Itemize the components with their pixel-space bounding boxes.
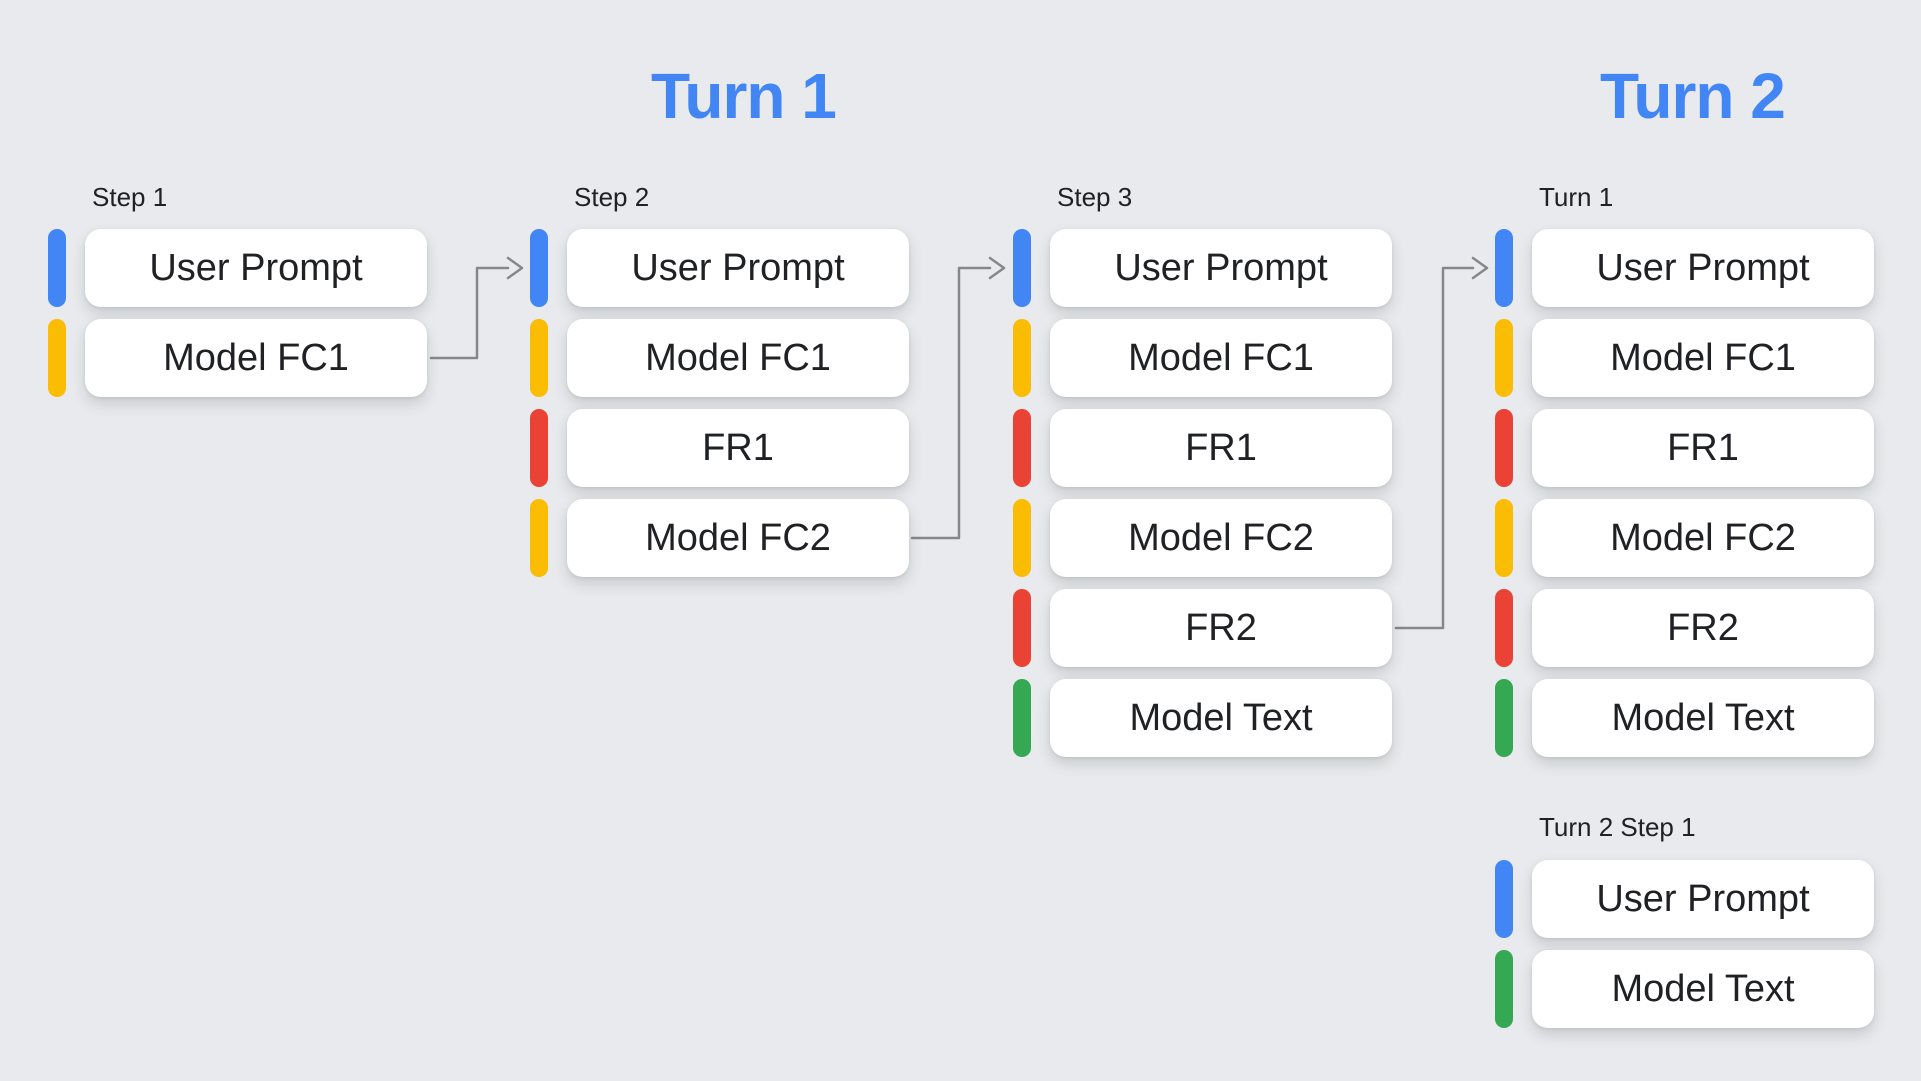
yellow-role-bar xyxy=(530,319,548,397)
yellow-role-bar xyxy=(48,319,66,397)
arrow-step1-to-step2 xyxy=(429,256,524,360)
blue-role-bar xyxy=(1495,860,1513,938)
card-model-fc1: Model FC1 xyxy=(85,319,427,397)
column-label-step-1: Step 1 xyxy=(92,182,168,212)
card-model-text: Model Text xyxy=(1532,950,1874,1028)
card-user-prompt: User Prompt xyxy=(1532,860,1874,938)
card-fr1: FR1 xyxy=(567,409,909,487)
column-label-turn-2-step-1: Turn 2 Step 1 xyxy=(1539,812,1696,842)
card-model-fc2: Model FC2 xyxy=(567,499,909,577)
yellow-role-bar xyxy=(1013,319,1031,397)
yellow-role-bar xyxy=(1013,499,1031,577)
green-role-bar xyxy=(1495,950,1513,1028)
blue-role-bar xyxy=(530,229,548,307)
card-model-text: Model Text xyxy=(1532,679,1874,757)
card-user-prompt: User Prompt xyxy=(85,229,427,307)
red-role-bar xyxy=(1013,409,1031,487)
yellow-role-bar xyxy=(1495,499,1513,577)
turn-1-title: Turn 1 xyxy=(651,60,837,132)
blue-role-bar xyxy=(1495,229,1513,307)
card-model-fc1: Model FC1 xyxy=(1532,319,1874,397)
card-user-prompt: User Prompt xyxy=(1050,229,1392,307)
yellow-role-bar xyxy=(530,499,548,577)
card-model-fc2: Model FC2 xyxy=(1532,499,1874,577)
blue-role-bar xyxy=(48,229,66,307)
yellow-role-bar xyxy=(1495,319,1513,397)
card-model-fc1: Model FC1 xyxy=(567,319,909,397)
green-role-bar xyxy=(1013,679,1031,757)
card-user-prompt: User Prompt xyxy=(1532,229,1874,307)
column-label-step-3: Step 3 xyxy=(1057,182,1133,212)
arrow-step2-to-step3 xyxy=(910,256,1006,540)
card-user-prompt: User Prompt xyxy=(567,229,909,307)
column-label-turn-1: Turn 1 xyxy=(1539,182,1614,212)
red-role-bar xyxy=(1013,589,1031,667)
card-model-text: Model Text xyxy=(1050,679,1392,757)
turn-2-title: Turn 2 xyxy=(1600,60,1786,132)
red-role-bar xyxy=(1495,589,1513,667)
green-role-bar xyxy=(1495,679,1513,757)
column-label-step-2: Step 2 xyxy=(574,182,650,212)
card-fr1: FR1 xyxy=(1050,409,1392,487)
card-fr2: FR2 xyxy=(1532,589,1874,667)
blue-role-bar xyxy=(1013,229,1031,307)
card-fr2: FR2 xyxy=(1050,589,1392,667)
card-model-fc1: Model FC1 xyxy=(1050,319,1392,397)
red-role-bar xyxy=(530,409,548,487)
red-role-bar xyxy=(1495,409,1513,487)
arrow-step3-to-turn1 xyxy=(1394,256,1489,630)
card-fr1: FR1 xyxy=(1532,409,1874,487)
card-model-fc2: Model FC2 xyxy=(1050,499,1392,577)
